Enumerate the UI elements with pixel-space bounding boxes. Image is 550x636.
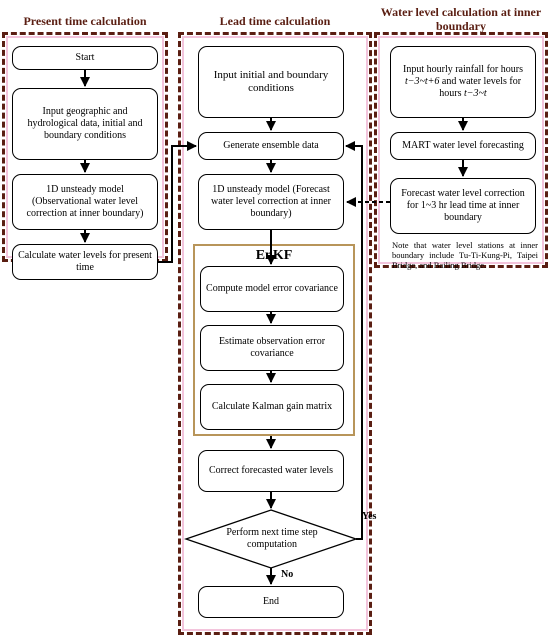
end-box: End: [198, 586, 344, 618]
mart-forecast-label: MART water level forecasting: [402, 140, 524, 151]
end-label: End: [262, 596, 280, 607]
decision-label-overlay: Perform next time step computation: [226, 527, 318, 550]
correct-levels-label: Correct forecasted water levels: [208, 465, 334, 476]
stations-note: Note that water level stations at inner …: [392, 240, 538, 270]
start-label: Start: [75, 52, 95, 63]
estimate-covariance-label: Estimate observation error covariance: [218, 336, 326, 359]
input-levels-hours: t−3~t: [464, 88, 487, 99]
input-rainfall-text-a: Input hourly rainfall for hours: [403, 64, 523, 75]
compute-covariance-label: Compute model error covariance: [206, 283, 338, 294]
present-column-title: Present time calculation: [23, 14, 147, 28]
generate-ensemble-label: Generate ensemble data: [223, 140, 319, 151]
arrow-yes-loop: [345, 141, 363, 540]
lead-1d-model-box: 1D unsteady model (Forecast water level …: [198, 174, 344, 230]
lead-panel: [178, 32, 372, 635]
lead-panel-inner: [182, 36, 368, 631]
input-initial-label: Input initial and boundary conditions: [213, 69, 329, 94]
present-1d-model-label: 1D unsteady model (Observational water l…: [26, 184, 144, 219]
mart-forecast-box: MART water level forecasting: [390, 132, 536, 160]
no-label: No: [281, 569, 294, 580]
compute-covariance-box: Compute model error covariance: [200, 266, 344, 312]
input-rainfall-box: Input hourly rainfall for hours t−3~t+6 …: [390, 46, 536, 118]
input-geographic-label: Input geographic and hydrological data, …: [27, 106, 143, 141]
estimate-covariance-box: Estimate observation error covariance: [200, 325, 344, 371]
kalman-gain-box: Calculate Kalman gain matrix: [200, 384, 344, 430]
decision-diamond: [183, 509, 359, 569]
water-column-title: Water level calculation at inner boundar…: [380, 5, 542, 33]
start-box: Start: [12, 46, 158, 70]
kalman-gain-label: Calculate Kalman gain matrix: [211, 401, 333, 412]
forecast-correction-box: Forecast water level correction for 1~3 …: [390, 178, 536, 234]
calculate-levels-box: Calculate water levels for present time: [12, 244, 158, 280]
forecast-correction-label: Forecast water level correction for 1~3 …: [401, 188, 525, 223]
correct-levels-box: Correct forecasted water levels: [198, 450, 344, 492]
water-panel: [374, 32, 548, 268]
present-1d-model-box: 1D unsteady model (Observational water l…: [12, 174, 158, 230]
input-initial-box: Input initial and boundary conditions: [198, 46, 344, 118]
generate-ensemble-box: Generate ensemble data: [198, 132, 344, 160]
water-panel-inner: [378, 36, 544, 264]
input-rainfall-text-b: and water levels for hours: [439, 76, 522, 99]
arrow-calc-to-generate: [158, 141, 197, 263]
input-rainfall-hours: t−3~t+6: [404, 76, 440, 87]
yes-label: Yes: [362, 511, 377, 522]
input-geographic-box: Input geographic and hydrological data, …: [12, 88, 158, 160]
lead-1d-model-label: 1D unsteady model (Forecast water level …: [211, 184, 331, 219]
lead-column-title: Lead time calculation: [219, 14, 331, 28]
input-rainfall-label: Input hourly rainfall for hours t−3~t+6 …: [395, 64, 531, 100]
calculate-levels-label: Calculate water levels for present time: [18, 250, 152, 273]
